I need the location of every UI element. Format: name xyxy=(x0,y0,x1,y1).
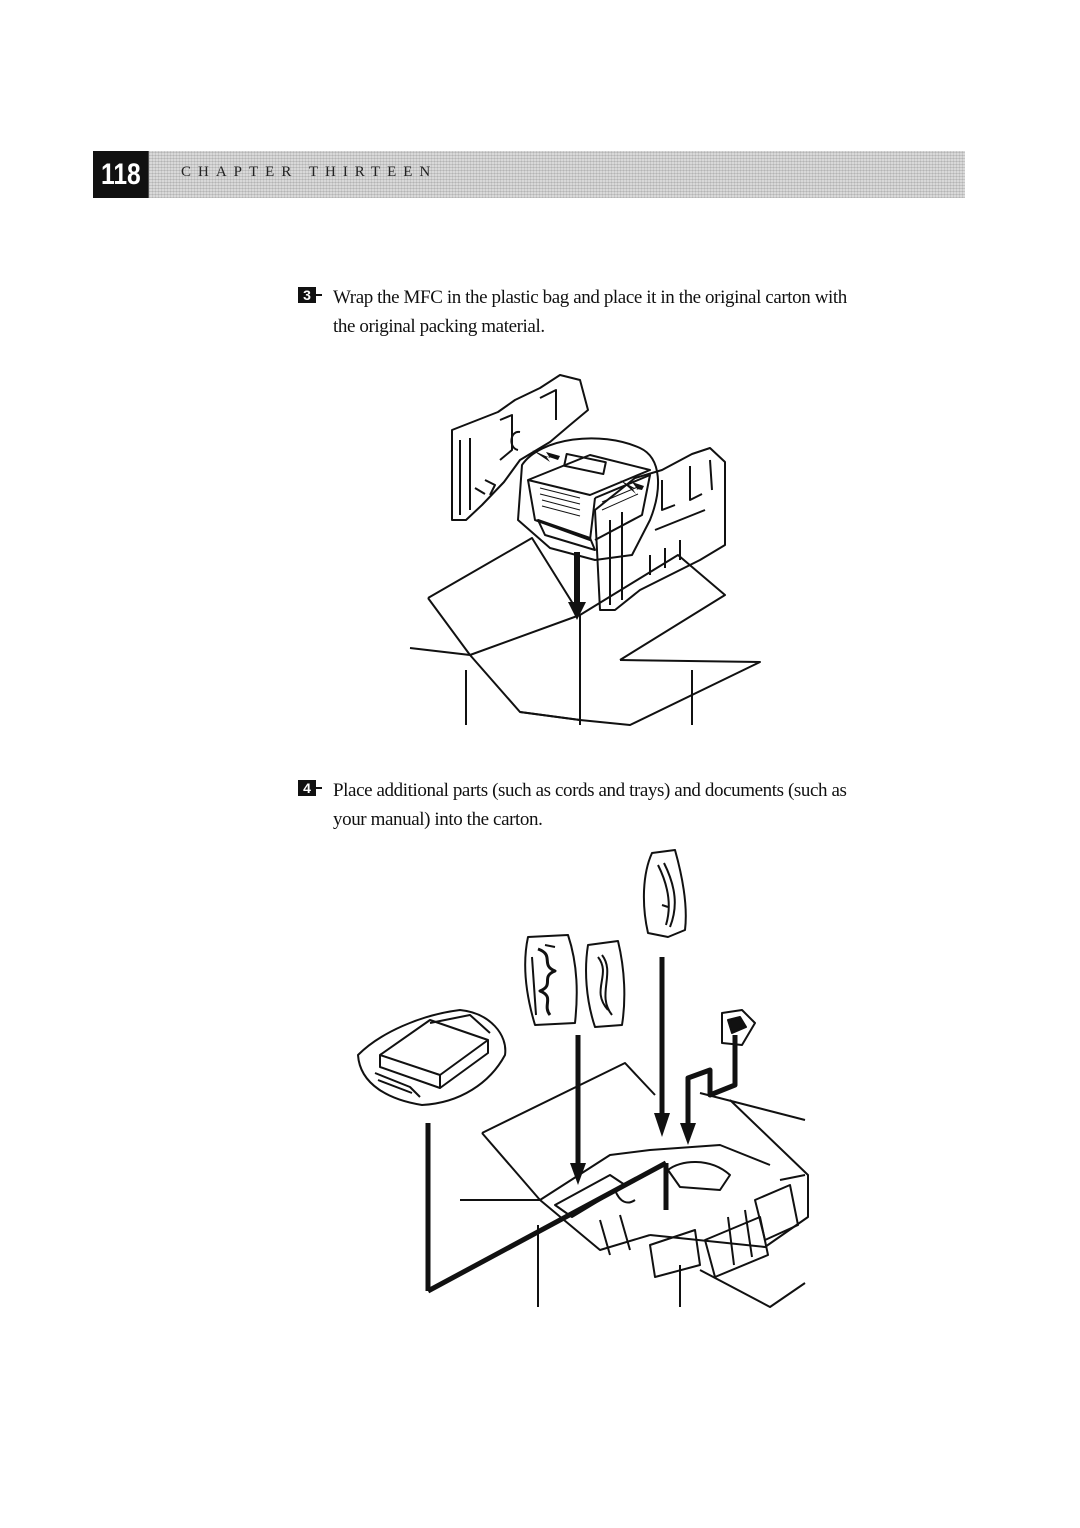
arrow-icons xyxy=(532,450,644,620)
left-foam-insert-icon xyxy=(451,374,589,521)
step-3-marker-icon: 3 xyxy=(298,287,322,303)
chapter-header: CHAPTER THIRTEEN 118 xyxy=(93,151,965,198)
right-foam-insert-icon xyxy=(594,447,726,611)
chapter-band: CHAPTER THIRTEEN xyxy=(149,151,965,198)
carton-with-inserts-icon xyxy=(460,1062,809,1308)
page-number: 118 xyxy=(93,151,149,198)
carton-icon xyxy=(409,537,761,726)
guide-arrow-icons xyxy=(570,1113,696,1185)
mfc-machine-icon xyxy=(517,437,659,561)
parts-packing-illustration xyxy=(350,845,820,1315)
chapter-title: CHAPTER THIRTEEN xyxy=(181,164,438,180)
mfc-packing-illustration xyxy=(400,370,770,730)
small-part-bag-icon xyxy=(721,1009,756,1046)
handset-cord-bag-icon xyxy=(642,849,687,938)
step-4-text: Place additional parts (such as cords an… xyxy=(333,780,847,830)
step-4-number: 4 xyxy=(303,780,311,796)
tray-bag-icon xyxy=(357,1009,507,1106)
step-4-marker-icon: 4 xyxy=(298,780,322,796)
step-3-number: 3 xyxy=(303,287,311,303)
curly-cord-bag-icon xyxy=(524,934,578,1026)
line-cord-bag-icon xyxy=(585,940,626,1028)
step-3-text: Wrap the MFC in the plastic bag and plac… xyxy=(333,287,847,337)
